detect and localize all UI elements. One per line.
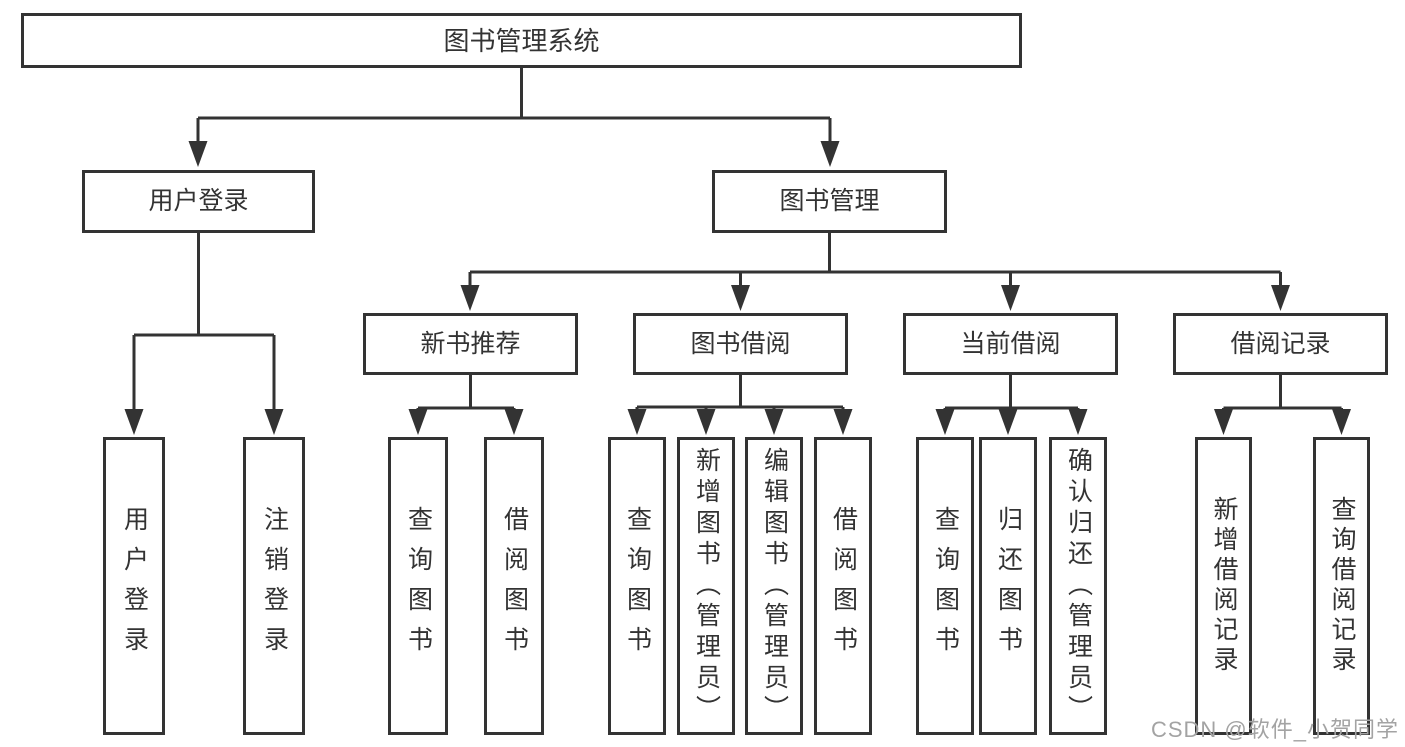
leaf-query-books-borrowing: 查询图书 — [608, 437, 666, 735]
leaf-edit-book-admin: 编辑图书（管理员） — [745, 437, 803, 735]
leaf-query-borrow-record: 查询借阅记录 — [1313, 437, 1370, 735]
leaf-logout: 注销登录 — [243, 437, 305, 735]
node-book-borrowing: 图书借阅 — [633, 313, 848, 375]
leaf-add-book-admin: 新增图书（管理员） — [677, 437, 735, 735]
node-borrowing-records: 借阅记录 — [1173, 313, 1388, 375]
leaf-user-login: 用户登录 — [103, 437, 165, 735]
leaf-borrow-books-borrowing: 借阅图书 — [814, 437, 872, 735]
node-book-management: 图书管理 — [712, 170, 947, 233]
leaf-add-borrow-record: 新增借阅记录 — [1195, 437, 1252, 735]
leaf-confirm-return-admin: 确认归还（管理员） — [1049, 437, 1107, 735]
leaf-borrow-books-recommend: 借阅图书 — [484, 437, 544, 735]
node-new-book-recommendation: 新书推荐 — [363, 313, 578, 375]
leaf-query-books-recommend: 查询图书 — [388, 437, 448, 735]
node-library-system: 图书管理系统 — [21, 13, 1022, 68]
csdn-watermark: CSDN @软件_小贺同学 — [1150, 717, 1399, 742]
leaf-return-book: 归还图书 — [979, 437, 1037, 735]
node-current-borrowing: 当前借阅 — [903, 313, 1118, 375]
arrowheads — [124, 141, 1351, 435]
leaf-query-books-current: 查询图书 — [916, 437, 974, 735]
node-user-login: 用户登录 — [82, 170, 315, 233]
